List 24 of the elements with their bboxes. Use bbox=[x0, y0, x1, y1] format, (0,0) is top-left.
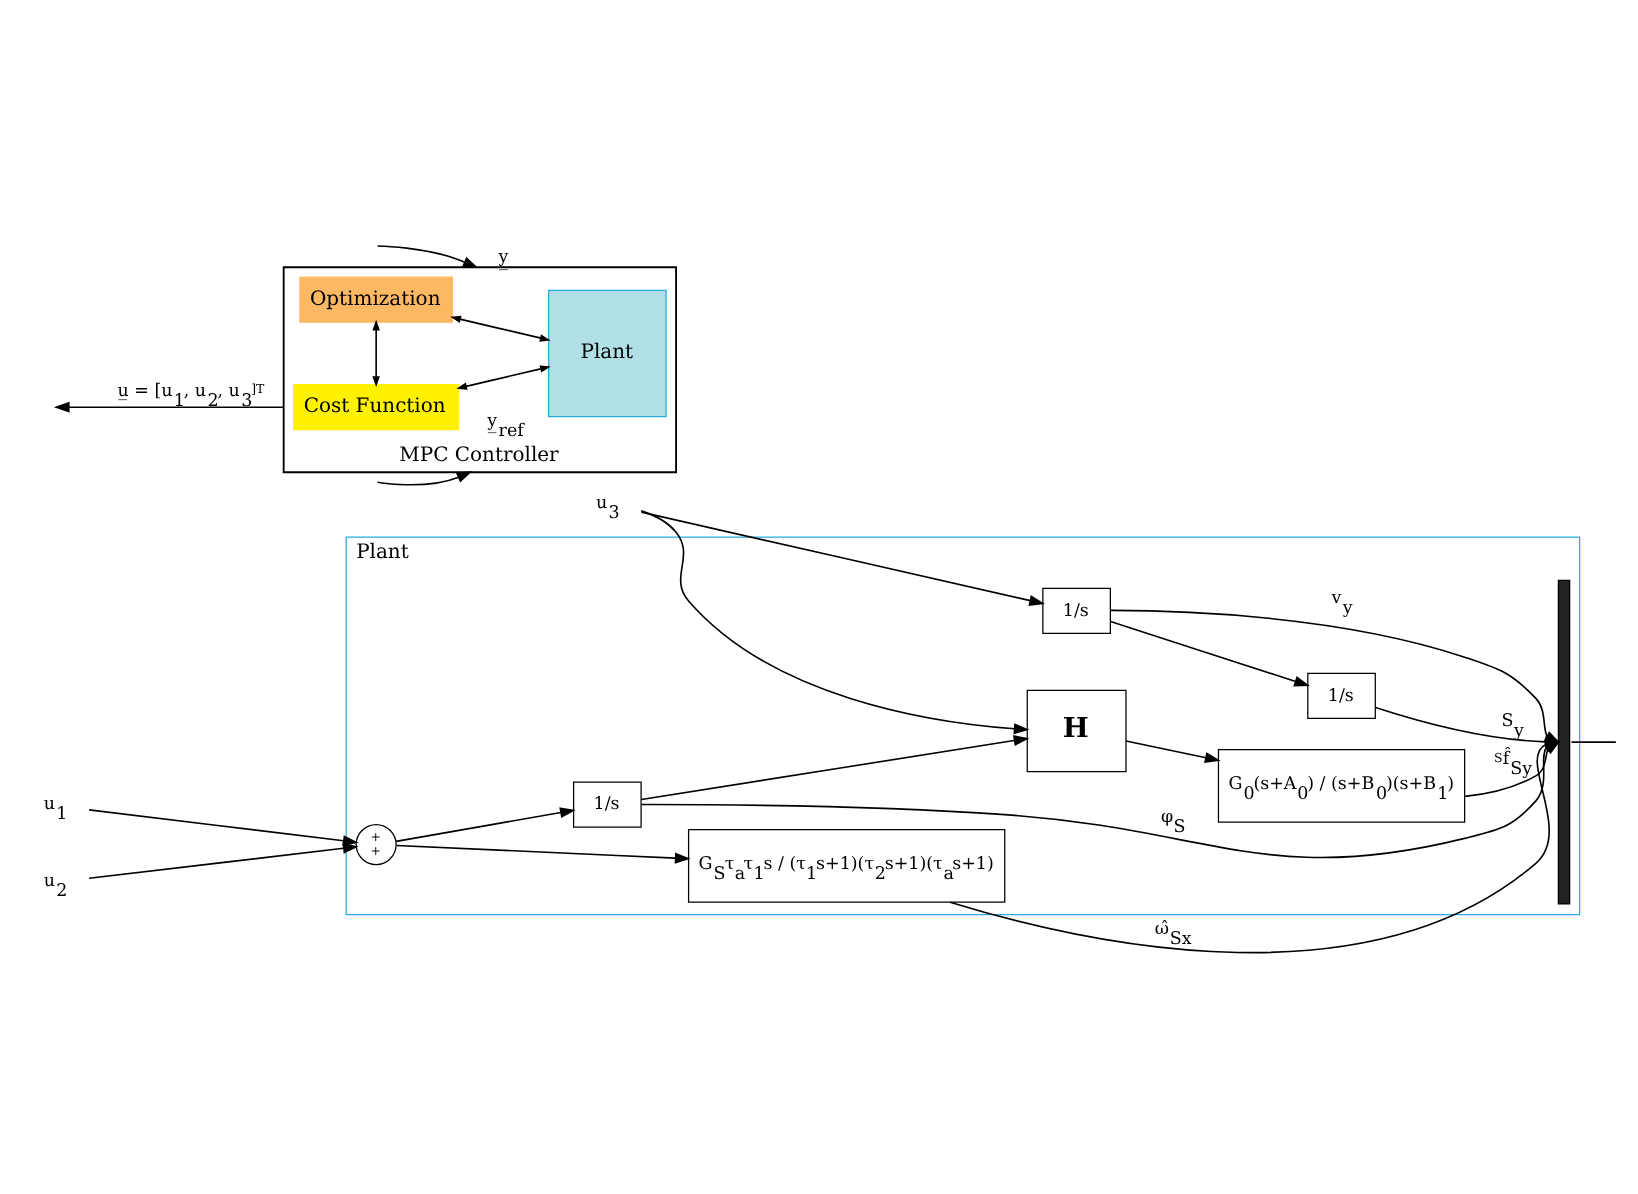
node-box: H bbox=[1026, 689, 1127, 773]
node-bar bbox=[1557, 579, 1571, 905]
arrow bbox=[1125, 740, 1221, 763]
arrow bbox=[640, 735, 1030, 801]
node-box: 1/s bbox=[1307, 672, 1376, 719]
arrow bbox=[88, 842, 359, 880]
arrow bbox=[53, 401, 285, 413]
arrow bbox=[395, 807, 576, 843]
arrow bbox=[456, 365, 551, 390]
arrow bbox=[395, 844, 691, 864]
arrow bbox=[376, 245, 479, 269]
arrow bbox=[372, 319, 380, 387]
edge-label: y̲ bbox=[498, 247, 509, 268]
node-box: Cost Function bbox=[293, 384, 460, 431]
arrow bbox=[376, 471, 473, 486]
node-box: Optimization bbox=[299, 276, 453, 323]
node-box: 1/s bbox=[573, 781, 642, 828]
node-box: Plant bbox=[548, 289, 667, 418]
connector bbox=[1570, 741, 1617, 743]
node-box: 1/s bbox=[1042, 587, 1111, 635]
arrow bbox=[450, 315, 551, 342]
arrow bbox=[640, 511, 1045, 606]
arrow bbox=[640, 510, 1030, 735]
arrow bbox=[1109, 620, 1310, 687]
